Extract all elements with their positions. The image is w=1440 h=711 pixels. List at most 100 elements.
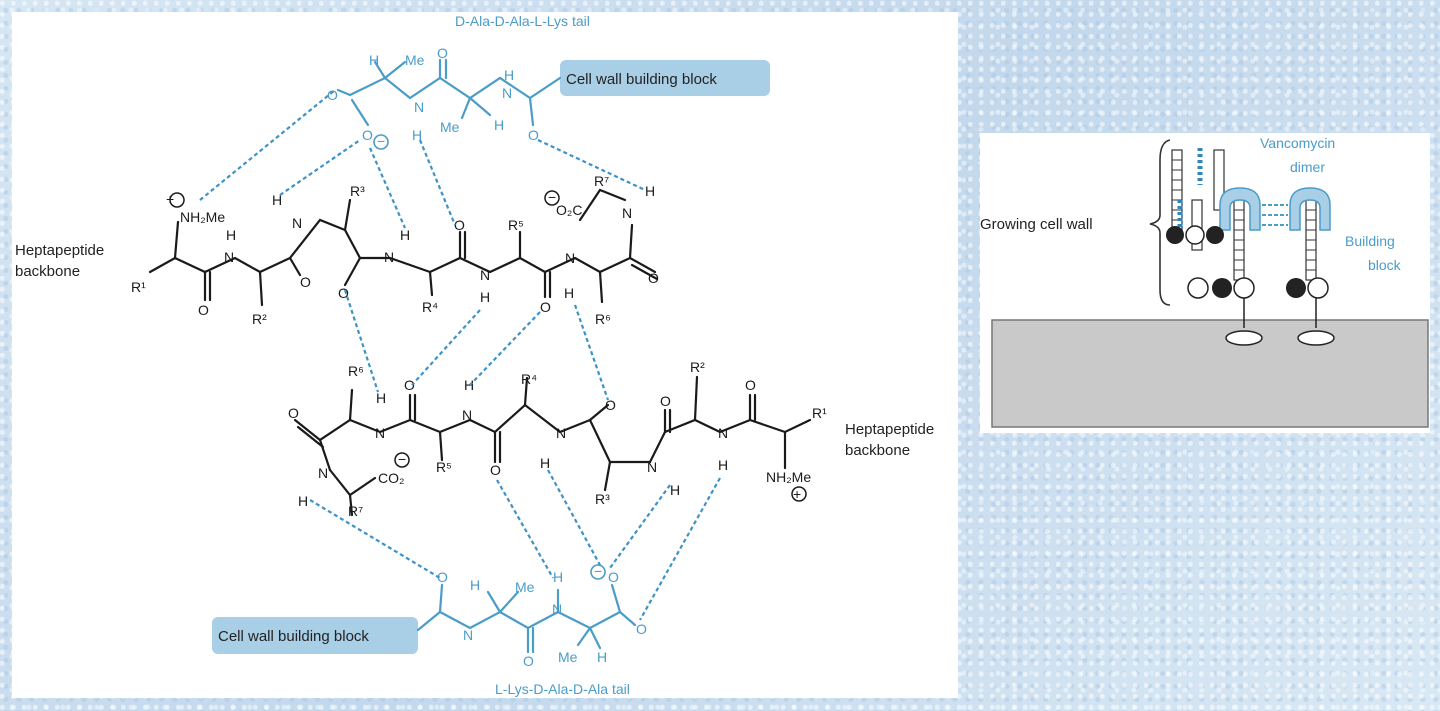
h-atom: H — [470, 577, 480, 593]
r6-group: R⁶ — [348, 363, 364, 379]
h-atom: H — [540, 455, 550, 471]
r1-group: R¹ — [812, 405, 827, 421]
top-tail-label: D-Ala-D-Ala-L-Lys tail — [455, 13, 590, 29]
top-block-tag — [560, 60, 770, 96]
r6-group: R⁶ — [595, 311, 611, 327]
n-atom: N — [502, 85, 512, 101]
left-backbone-label-2: backbone — [15, 263, 80, 280]
n-atom: N — [480, 267, 490, 283]
vancomycin-binding-diagram: D-Ala-D-Ala-L-Lys tail L-Lys-D-Ala-D-Ala… — [12, 12, 958, 698]
right-backbone-label-1: Heptapeptide — [845, 421, 934, 438]
building-block-label-1: Building — [1345, 233, 1395, 249]
r4-group: R⁴ — [422, 299, 438, 315]
o-atom: O — [523, 653, 534, 669]
n-atom: N — [565, 250, 575, 266]
o-atom: O — [528, 127, 539, 143]
o-atom: O — [605, 397, 616, 413]
h-atom: H — [369, 52, 379, 68]
h-atom: H — [494, 117, 504, 133]
right-backbone-label-2: backbone — [845, 442, 910, 459]
h-atom: H — [564, 285, 574, 301]
plus-sign: + — [793, 486, 801, 502]
upper-heptapeptide: + NH₂Me R¹ H N O R² H N O R³ O H N R⁴ O … — [131, 173, 659, 327]
o-atom: O — [608, 569, 619, 585]
o-atom: O — [362, 127, 373, 143]
nh2me-group: NH₂Me — [180, 209, 225, 225]
h-atom: H — [718, 457, 728, 473]
o-atom: O — [454, 217, 465, 233]
r2-group: R² — [690, 359, 705, 375]
top-dala-tail: O O − H Me N H O Me H H N O — [327, 45, 562, 150]
o-atom: O — [636, 621, 647, 637]
o-atom: O — [300, 274, 311, 290]
vancomycin-dimer — [1219, 187, 1331, 231]
o-atom: O — [490, 462, 501, 478]
o2c-group: O₂C — [556, 202, 582, 218]
o-atom: O — [404, 377, 415, 393]
n-atom: N — [292, 215, 302, 231]
r5-group: R⁵ — [508, 217, 524, 233]
me-group: Me — [515, 579, 535, 595]
o-atom: O — [198, 302, 209, 318]
h-atom: H — [553, 569, 563, 585]
structure-svg: D-Ala-D-Ala-L-Lys tail L-Lys-D-Ala-D-Ala… — [15, 13, 934, 697]
nh2me-group: NH₂Me — [766, 469, 811, 485]
lower-heptapeptide: R⁶ O H N O N H CO₂ − R⁷ R⁵ H N O R⁴ N H … — [288, 359, 827, 519]
me-group: Me — [405, 52, 425, 68]
minus-sign: − — [398, 451, 406, 467]
r5-group: R⁵ — [436, 459, 452, 475]
co2-group: CO₂ — [378, 470, 404, 486]
h-atom: H — [464, 377, 474, 393]
n-atom: N — [384, 249, 394, 265]
n-atom: N — [462, 407, 472, 423]
o-atom: O — [540, 299, 551, 315]
n-atom: N — [463, 627, 473, 643]
minus-sign: − — [377, 133, 385, 149]
cell-membrane — [991, 319, 1429, 428]
bottom-block-tag-text: Cell wall building block — [218, 628, 369, 645]
hydrogen-bonds — [199, 89, 721, 621]
me-group: Me — [558, 649, 578, 665]
h-atom: H — [298, 493, 308, 509]
n-atom: N — [318, 465, 328, 481]
n-atom: N — [552, 601, 562, 617]
inset-schematic: Growing cell wall Vancomycin dimer Build… — [980, 133, 1430, 433]
n-atom: N — [414, 99, 424, 115]
n-atom: N — [556, 425, 566, 441]
brace — [1149, 139, 1171, 306]
o-atom: O — [745, 377, 756, 393]
h-atom: H — [376, 390, 386, 406]
o-atom: O — [437, 569, 448, 585]
h-atom: H — [504, 67, 514, 83]
bottom-dala-tail: O N H Me O H N Me H O − O — [416, 563, 647, 669]
growing-cell-wall-label: Growing cell wall — [980, 216, 1093, 233]
n-atom: N — [622, 205, 632, 221]
h-atom: H — [670, 482, 680, 498]
h-atom: H — [400, 227, 410, 243]
r3-group: R³ — [595, 491, 610, 507]
h-atom: H — [226, 227, 236, 243]
minus-sign: − — [548, 189, 556, 205]
r3-group: R³ — [350, 183, 365, 199]
minus-sign: − — [594, 563, 602, 579]
n-atom: N — [647, 459, 657, 475]
inset-svg: Growing cell wall Vancomycin dimer Build… — [980, 135, 1429, 428]
o-atom: O — [338, 285, 349, 301]
o-atom: O — [660, 393, 671, 409]
h-atom: H — [597, 649, 607, 665]
h-atom: H — [412, 127, 422, 143]
h-atom: H — [272, 192, 282, 208]
left-backbone-label-1: Heptapeptide — [15, 242, 104, 259]
dimer-label-1: Vancomycin — [1260, 135, 1335, 151]
h-atom: H — [480, 289, 490, 305]
bottom-block-tag — [212, 617, 418, 654]
r7-group: R⁷ — [348, 503, 363, 519]
building-block-label-2: block — [1368, 257, 1402, 273]
r7-group: R⁷ — [594, 173, 609, 189]
r2-group: R² — [252, 311, 267, 327]
n-atom: N — [224, 249, 234, 265]
r1-group: R¹ — [131, 279, 146, 295]
n-atom: N — [375, 425, 385, 441]
n-atom: N — [718, 425, 728, 441]
dimer-label-2: dimer — [1290, 159, 1325, 175]
